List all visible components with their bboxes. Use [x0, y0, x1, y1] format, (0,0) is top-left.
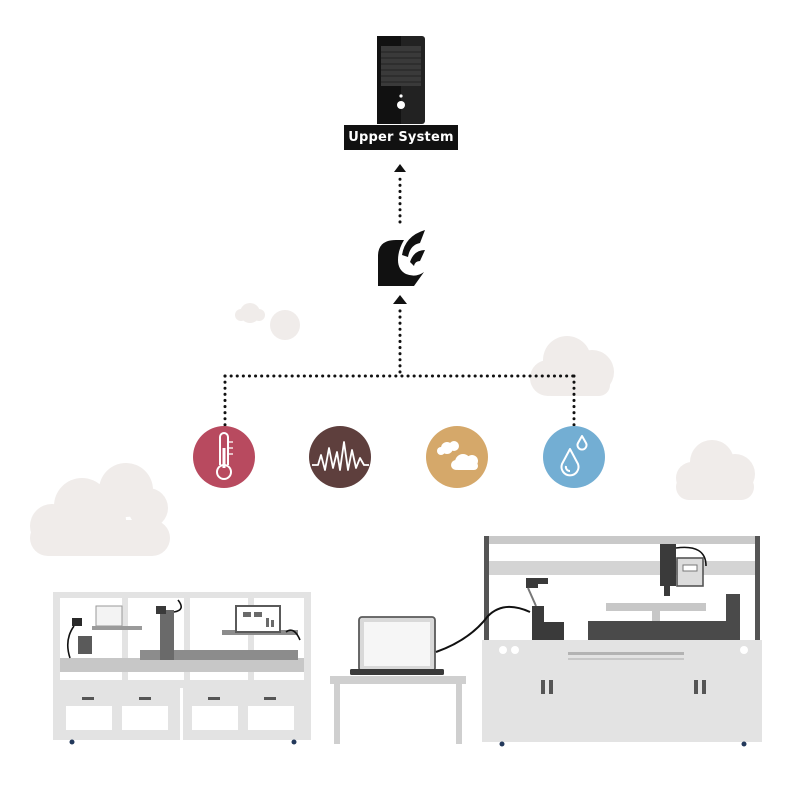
lab-automation-cabinet — [53, 592, 311, 745]
connector-lines — [223, 174, 576, 428]
upper-system-label: Upper System — [344, 125, 458, 150]
laptop-cable — [435, 605, 531, 653]
table — [330, 676, 466, 744]
sensor-humidity — [543, 426, 605, 488]
water-drop-icon — [560, 435, 588, 477]
cloud-icon — [676, 440, 755, 500]
waveform-icon — [312, 441, 369, 471]
sensor-dust — [426, 426, 488, 488]
background-clouds — [30, 303, 755, 556]
connector-arrowheads — [393, 164, 407, 304]
sensor-vibration — [309, 426, 371, 488]
cloud-icon — [235, 303, 265, 323]
thermometer-icon — [216, 432, 233, 480]
sensor-temperature — [193, 426, 255, 488]
cloud-icon — [30, 463, 170, 556]
laptop-terminal — [330, 616, 466, 744]
arrow-up-icon — [394, 164, 406, 172]
cloud-icon — [530, 336, 614, 396]
dust-cloud-icon — [437, 441, 478, 470]
gateway-logo-icon — [378, 230, 425, 286]
upper-system-server — [377, 36, 425, 124]
arrow-up-icon — [393, 295, 407, 304]
cloud-icon — [270, 310, 300, 340]
gantry-machine — [482, 536, 762, 747]
laptop-icon — [350, 616, 444, 675]
